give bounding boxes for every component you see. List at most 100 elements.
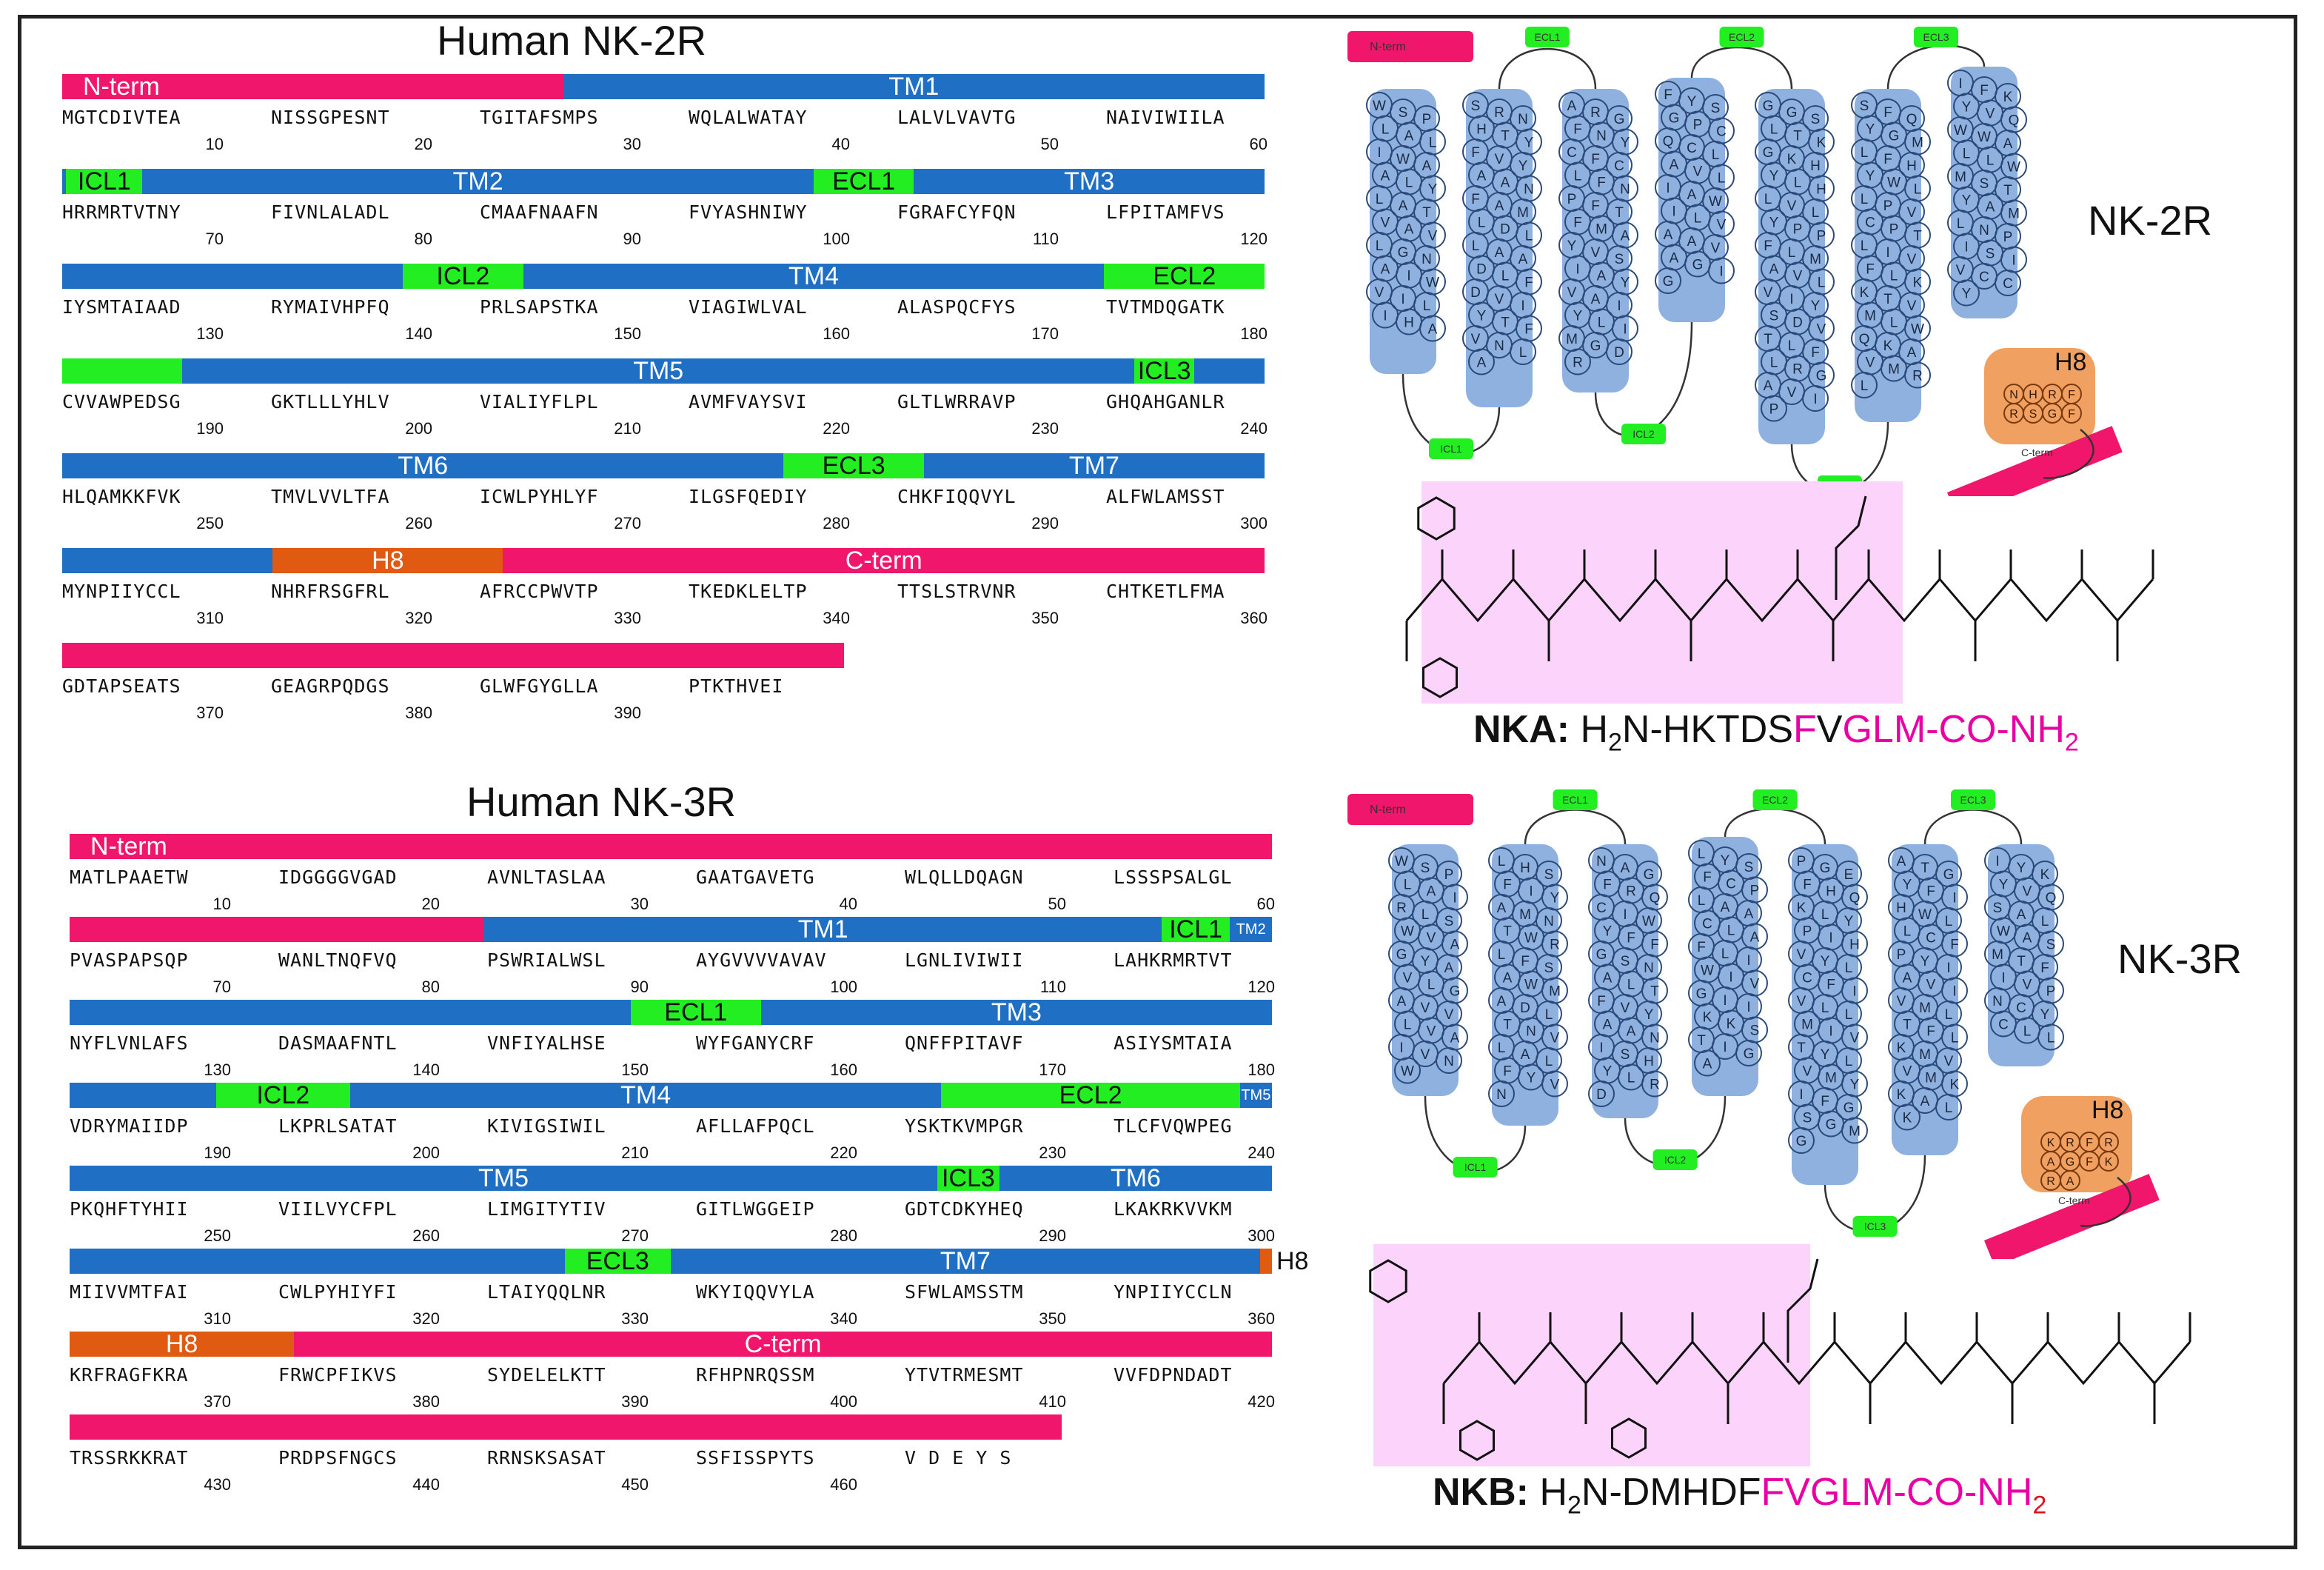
- segment-tm: [142, 169, 814, 194]
- sequence-chunk: VNFIYALHSE: [487, 1032, 606, 1054]
- sequence-chunk: YTVTRMESMT: [905, 1364, 1024, 1386]
- segment-tm: [70, 1083, 216, 1108]
- residue-letter: K: [1903, 1111, 1912, 1126]
- residue-circle: P: [1761, 395, 1787, 422]
- residue-letter: G: [1644, 867, 1655, 883]
- residue-number: 220: [823, 419, 850, 438]
- residue-letter: R: [1494, 105, 1504, 121]
- residue-letter: C: [1596, 901, 1607, 916]
- residue-letter: F: [1597, 994, 1606, 1009]
- residue-letter: A: [1518, 252, 1528, 267]
- residue-letter: F: [1811, 345, 1820, 361]
- loop-label: ICL1: [1464, 1161, 1487, 1173]
- residue-letter: G: [2066, 1156, 2074, 1169]
- residue-letter: A: [2023, 931, 2032, 946]
- residue-letter: A: [1399, 198, 1408, 214]
- residue-letter: V: [1471, 332, 1481, 347]
- h8-label: H8: [2055, 348, 2086, 376]
- residue-letter: A: [1422, 158, 1432, 174]
- ecl-loop: ECL3: [1886, 27, 1986, 90]
- residue-letter: A: [1521, 1047, 1530, 1063]
- residue-letter: G: [1796, 1134, 1807, 1149]
- residue-letter: L: [1423, 298, 1431, 314]
- residue-circle: K: [1894, 1103, 1921, 1131]
- residue-letter: V: [1421, 1001, 1430, 1016]
- icl-loop: ICL1: [1402, 373, 1501, 459]
- residue-letter: Y: [1962, 287, 1972, 302]
- residue-letter: I: [1529, 884, 1533, 900]
- cterm-label: C-term: [2058, 1195, 2090, 1206]
- residue-letter: M: [1809, 252, 1821, 267]
- sequence-chunk: MATLPAAETW: [70, 866, 189, 888]
- loop-label: ECL1: [1562, 794, 1588, 806]
- residue-number: 210: [614, 419, 641, 438]
- sequence-chunk: AVNLTASLAA: [487, 866, 606, 888]
- residue-letter: T: [1921, 861, 1929, 876]
- cterm-tag: C-term: [1984, 1174, 2160, 1259]
- residue-letter: A: [1381, 262, 1390, 278]
- nka-residues: N-HKTDS: [1621, 708, 1794, 751]
- segment-tm: [760, 1000, 1272, 1025]
- residue-letter: Y: [1518, 158, 1528, 174]
- residue-letter: M: [1517, 205, 1529, 221]
- residue-letter: Y: [1421, 954, 1430, 969]
- nka-h: H: [1580, 708, 1608, 751]
- residue-number: 400: [830, 1392, 857, 1411]
- residue-letter: L: [1721, 946, 1729, 962]
- segment-ecl: [630, 1000, 761, 1025]
- residue-letter: A: [1477, 355, 1487, 371]
- residue-letter: L: [1627, 1071, 1635, 1086]
- residue-letter: R: [1792, 362, 1803, 378]
- residue-letter: Q: [2009, 113, 2020, 129]
- residue-letter: T: [1883, 292, 1892, 307]
- peptide-backbone: [1442, 1312, 2191, 1424]
- sequence-chunk: LFPITAMFVS: [1106, 201, 1225, 223]
- segment-label: TM4: [620, 1081, 672, 1109]
- residue-letter: I: [1399, 1040, 1403, 1056]
- residue-letter: F: [1521, 954, 1530, 969]
- residue-number: 280: [823, 514, 850, 532]
- residue-circle: G: [1735, 1040, 1762, 1066]
- sequence-chunk: TLCFVQWPEG: [1114, 1115, 1233, 1137]
- residue-number: 270: [621, 1226, 649, 1245]
- residue-letter: K: [1797, 901, 1806, 916]
- ecl-loop: ECL2: [1690, 27, 1793, 90]
- conserved-region-highlight: [1421, 481, 1903, 704]
- residue-letter: Y: [1962, 100, 1972, 116]
- residue-letter: W: [1373, 98, 1386, 114]
- residue-letter: K: [1950, 1078, 1960, 1093]
- residue-letter: R: [2066, 1137, 2074, 1149]
- residue-letter: C: [1702, 917, 1712, 932]
- residue-letter: N: [1992, 994, 2003, 1009]
- residue-letter: F: [2086, 1156, 2093, 1169]
- residue-number: 110: [1032, 230, 1059, 248]
- loop-label: ECL2: [1729, 31, 1755, 43]
- residue-letter: A: [2017, 907, 2026, 923]
- residue-letter: L: [1812, 205, 1820, 221]
- residue-letter: F: [1826, 978, 1835, 993]
- residue-letter: A: [1986, 200, 1995, 216]
- residue-number: 150: [614, 324, 641, 343]
- residue-letter: I: [1575, 262, 1579, 278]
- residue-letter: N: [2009, 389, 2018, 401]
- sequence-chunk: RRNSKSASAT: [487, 1447, 606, 1469]
- residue-letter: F: [1821, 1094, 1829, 1109]
- residue-letter: A: [1603, 1018, 1613, 1033]
- segment-label: N-term: [83, 73, 160, 101]
- residue-letter: T: [1913, 229, 1922, 244]
- sequence-chunk: MGTCDIVTEA: [62, 107, 181, 128]
- residue-letter: L: [1429, 136, 1437, 151]
- residue-letter: R: [2048, 389, 2057, 401]
- residue-letter: P: [2003, 230, 2013, 245]
- sequence-chunk: IDGGGGVGAD: [278, 866, 398, 888]
- residue-letter: K: [1727, 1017, 1736, 1032]
- residue-letter: L: [2023, 1024, 2032, 1040]
- sequence-chunk: MIIVVMTFAI: [70, 1281, 189, 1303]
- segment-n: [62, 74, 563, 99]
- residue-letter: K: [1883, 338, 1893, 354]
- segment-tm: [914, 169, 1265, 194]
- residue-number: 380: [405, 704, 432, 722]
